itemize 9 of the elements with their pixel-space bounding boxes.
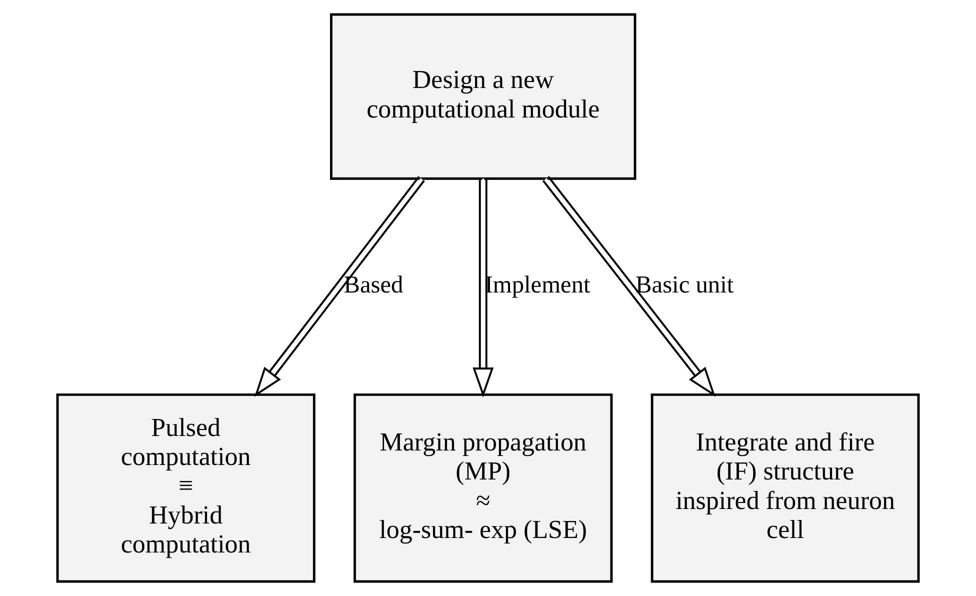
arrow [254, 176, 425, 397]
node-box: Design a new computational module [330, 13, 636, 180]
arrow [472, 178, 494, 398]
node-box: Integrate and fire (IF) structure inspired from neuron cell [650, 393, 920, 583]
edge-label: Based [344, 271, 404, 298]
arrow [542, 176, 716, 397]
node-box: Margin propagation (MP) ≈ log-sum- exp (LSE) [354, 393, 613, 583]
edge-label: Basic unit [636, 271, 734, 298]
node-box: Pulsed computation ≡ Hybrid computation [56, 393, 316, 583]
